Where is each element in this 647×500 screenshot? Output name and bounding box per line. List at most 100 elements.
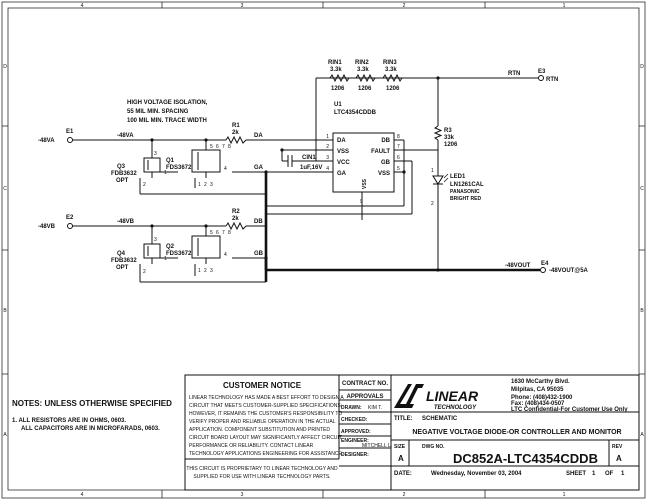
- approvals-block: CONTRACT NO. APPROVALS DRAWN: KIM T. CHE…: [341, 381, 392, 458]
- mosfet-q2: Q2 FDS3672 5 6 7 8 4 1 2 3: [166, 230, 231, 274]
- r2-value: 2k: [232, 216, 239, 222]
- zone-number-top-3: 3: [241, 3, 244, 9]
- dwg-value: DC852A-LTC4354CDDB: [453, 451, 598, 466]
- of-label: OF: [605, 471, 614, 477]
- logo-subtext: TECHNOLOGY: [434, 405, 477, 411]
- zone-letter-left-b: B: [3, 308, 7, 314]
- ic-pin-vss-right: VSS: [378, 171, 390, 177]
- ic-pin-vss-left: VSS: [337, 149, 349, 155]
- resistor-r1: R1 2k: [225, 123, 247, 145]
- resistor-rin3-icon: [382, 73, 403, 83]
- q4-ref: Q4: [117, 251, 126, 257]
- net-labels: -48VA DA GA -48VB DB GB RTN -48VOUT: [117, 71, 531, 269]
- connector-e1: E1 -48VA: [38, 129, 74, 144]
- ic-body: [332, 132, 395, 193]
- dwg-label: DWG NO.: [422, 444, 445, 450]
- q1-pin-5: 5: [210, 144, 213, 150]
- q1-pin-2: 2: [204, 182, 207, 188]
- size-value: A: [398, 454, 404, 463]
- e2-label: -48VB: [38, 224, 56, 230]
- q1-pin-8: 8: [228, 144, 231, 150]
- ic-pin-num-3: 3: [326, 155, 329, 161]
- led1-ref: LED1: [450, 174, 466, 180]
- zone-letter-left-a: A: [3, 432, 7, 438]
- checked-label: CHECKED:: [341, 417, 368, 423]
- net-label-gb: GB: [254, 251, 264, 257]
- mosfet-q3-icon: [143, 157, 161, 173]
- ic-pin-num-1: 1: [326, 134, 329, 140]
- r1-value: 2k: [232, 130, 239, 136]
- zone-letter-right-a: A: [640, 432, 644, 438]
- customer-notice-line-3: HOWEVER, IT REMAINS THE CUSTOMER'S RESPO…: [189, 411, 342, 417]
- q1-ref: Q1: [166, 158, 175, 164]
- wires: [72, 77, 538, 283]
- e1-ref: E1: [66, 129, 74, 135]
- q2-pin-3: 3: [210, 268, 213, 274]
- q4-opt: OPT: [116, 265, 129, 271]
- rin3-ref: RIN3: [383, 60, 397, 66]
- q2-pin-1: 1: [198, 268, 201, 274]
- title-value: SCHEMATIC: [422, 416, 458, 422]
- notes-title: NOTES: UNLESS OTHERWISE SPECIFIED: [12, 399, 172, 408]
- isolation-note-line3: 100 MIL MIN. TRACE WIDTH: [127, 118, 207, 124]
- designer-label: DESIGNER:: [341, 452, 369, 458]
- zone-letter-right-c: C: [640, 186, 644, 192]
- e3-ref: E3: [538, 69, 546, 75]
- e4-label: -48VOUT@5A: [549, 268, 589, 274]
- q2-pin-2: 2: [204, 268, 207, 274]
- mosfet-q4-icon: [143, 243, 161, 259]
- resistor-r2-icon: [225, 221, 247, 231]
- rin2-size: 1206: [358, 86, 372, 92]
- approved-label: APPROVED:: [341, 429, 371, 435]
- mosfet-q1-icon: [191, 149, 221, 173]
- company-address-2: Milpitas, CA 95035: [511, 387, 564, 393]
- zone-number-top-4: 4: [81, 3, 84, 9]
- ic-pin-vss-bottom: VSS: [362, 178, 368, 189]
- company-phone: Phone: (408)432-1900: [511, 395, 573, 401]
- vout-bus: [264, 172, 540, 282]
- ic-ref: U1: [334, 102, 342, 108]
- q3-opt: OPT: [116, 178, 129, 184]
- date-label: DATE:: [394, 471, 412, 477]
- terminal-e4-icon: [540, 267, 546, 273]
- approvals-header: APPROVALS: [347, 394, 384, 400]
- led-emission-icon: [443, 173, 449, 179]
- q2-part: FDS3672: [166, 251, 192, 257]
- ic-pin-num-9: 9: [360, 199, 363, 205]
- ic-pin-da: DA: [337, 138, 346, 144]
- sheet-value: 1: [592, 471, 596, 477]
- rev-label: REV: [612, 444, 623, 450]
- company-address-1: 1630 McCarthy Blvd.: [511, 379, 570, 385]
- isolation-note-line1: HIGH VOLTAGE ISOLATION,: [127, 100, 208, 106]
- resistor-r3-icon: [433, 125, 443, 141]
- q1-part: FDS3672: [166, 165, 192, 171]
- q3-pin-1: 1: [164, 170, 167, 176]
- q1-pin-7: 7: [222, 144, 225, 150]
- rin2-value: 3.3k: [357, 67, 369, 73]
- net-label-48va: -48VA: [117, 133, 134, 139]
- rin1-value: 3.3k: [330, 67, 342, 73]
- q3-pin-3: 3: [154, 151, 157, 157]
- customer-notice-title: CUSTOMER NOTICE: [223, 381, 302, 390]
- q3-ref: Q3: [117, 164, 126, 170]
- cin1-value: 1uF,16V: [300, 165, 322, 171]
- led1-pin2: 2: [431, 201, 434, 207]
- date-value: Wednesday, November 03, 2004: [431, 471, 522, 477]
- e1-label: -48VA: [38, 138, 55, 144]
- r3-value: 33k: [444, 135, 455, 141]
- ic-pin-num-6: 6: [397, 155, 400, 161]
- q1-pin-6: 6: [216, 144, 219, 150]
- mosfet-q4: Q4 FDB3632 OPT 1 3 2: [111, 237, 167, 275]
- ic-pin-vcc: VCC: [337, 160, 350, 166]
- cin1-ref: CIN1: [302, 155, 316, 161]
- title-block-content: TITLE: SCHEMATIC NEGATIVE VOLTAGE DIODE-…: [394, 416, 625, 477]
- customer-notice-line-5: APPLICATION. COMPONENT SUBSTITUTION AND …: [189, 427, 330, 433]
- e3-label: RTN: [546, 77, 558, 83]
- q1-pin-4: 4: [224, 166, 227, 172]
- customer-notice-line-6: CIRCUIT BOARD LAYOUT MAY SIGNIFICANTLY A…: [189, 435, 342, 441]
- contract-label: CONTRACT NO.: [342, 381, 388, 387]
- customer-notice-line-8: TECHNOLOGY APPLICATIONS ENGINEERING FOR …: [189, 451, 343, 457]
- q2-pin-4: 4: [224, 252, 227, 258]
- resistor-r3: R3 33k 1206: [433, 125, 458, 148]
